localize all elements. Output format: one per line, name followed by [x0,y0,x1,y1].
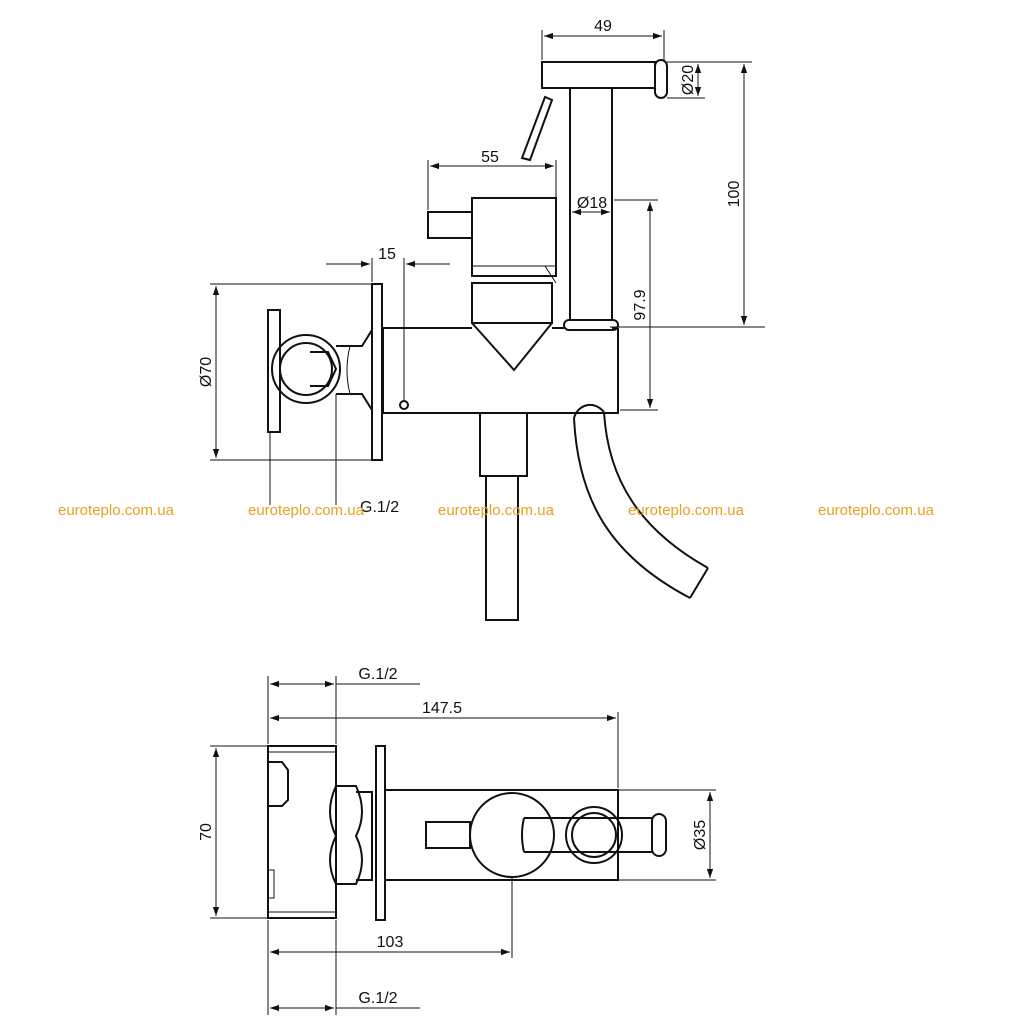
dim-d20: Ø20 [680,65,697,95]
dim-1475: 147.5 [422,700,462,717]
plan-connector [267,745,337,919]
watermark-2: euroteplo.com.ua [248,502,365,519]
dim-d18: Ø18 [577,195,607,212]
watermark-4: euroteplo.com.ua [628,502,745,519]
dim-15: 15 [378,246,396,263]
dim-979: 97.9 [632,289,649,320]
wall-connector [267,309,373,433]
dim-g12-plan-bottom: G.1/2 [358,990,397,1007]
plan-dimensions [210,676,716,1015]
shower-head [520,59,668,331]
plan-nut [329,785,373,885]
dim-49: 49 [594,18,612,35]
watermark-5: euroteplo.com.ua [818,502,935,519]
plan-dimension-labels: G.1/2 147.5 70 Ø35 103 G.1/2 [198,666,709,1007]
dim-g12-plan-top: G.1/2 [358,666,397,683]
watermark-row: euroteplo.com.ua euroteplo.com.ua eurote… [58,502,935,519]
front-dimensions [210,30,765,505]
dim-55: 55 [481,149,499,166]
dim-100: 100 [726,181,743,208]
valve-body [382,327,619,414]
mixer-cartridge [427,197,557,372]
watermark-3: euroteplo.com.ua [438,502,555,519]
dim-d35: Ø35 [692,820,709,850]
watermark-1: euroteplo.com.ua [58,502,175,519]
wall-flange [371,283,383,461]
plan-view: G.1/2 147.5 70 Ø35 103 G.1/2 [198,666,716,1015]
plan-body [384,789,667,881]
dim-g12-front: G.1/2 [360,499,399,516]
shower-hose [573,403,709,599]
dim-d70: Ø70 [198,357,215,387]
dim-103: 103 [377,934,404,951]
front-view: 49 Ø20 100 55 Ø18 97.9 15 Ø70 G.1/2 [198,18,765,621]
front-dimension-labels: 49 Ø20 100 55 Ø18 97.9 15 Ø70 G.1/2 [198,18,743,516]
bottom-outlet [479,414,528,621]
dim-70: 70 [198,823,215,841]
plan-flange [375,745,386,921]
